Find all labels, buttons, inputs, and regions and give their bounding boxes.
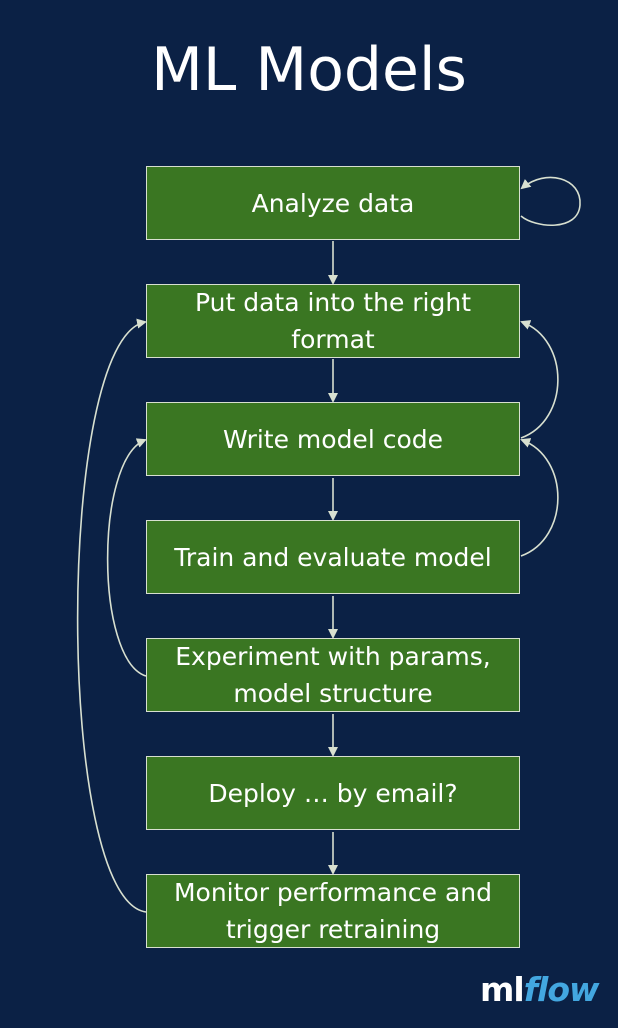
loop-write-to-format <box>520 320 559 439</box>
step-analyze-data: Analyze data <box>146 166 520 240</box>
loop-experiment-to-write <box>106 438 147 677</box>
step-train-evaluate: Train and evaluate model <box>146 520 520 594</box>
step-format-data: Put data into the right format <box>146 284 520 358</box>
loop-train-to-write <box>520 438 559 557</box>
step-monitor: Monitor performance and trigger retraini… <box>146 874 520 948</box>
step-experiment: Experiment with params, model structure <box>146 638 520 712</box>
mlflow-logo: mlflow <box>480 970 600 1009</box>
step-deploy: Deploy … by email? <box>146 756 520 830</box>
loop-analyze-self <box>520 176 581 226</box>
loop-monitor-to-format <box>76 318 147 913</box>
step-write-model-code: Write model code <box>146 402 520 476</box>
diagram-title: ML Models <box>151 35 467 105</box>
